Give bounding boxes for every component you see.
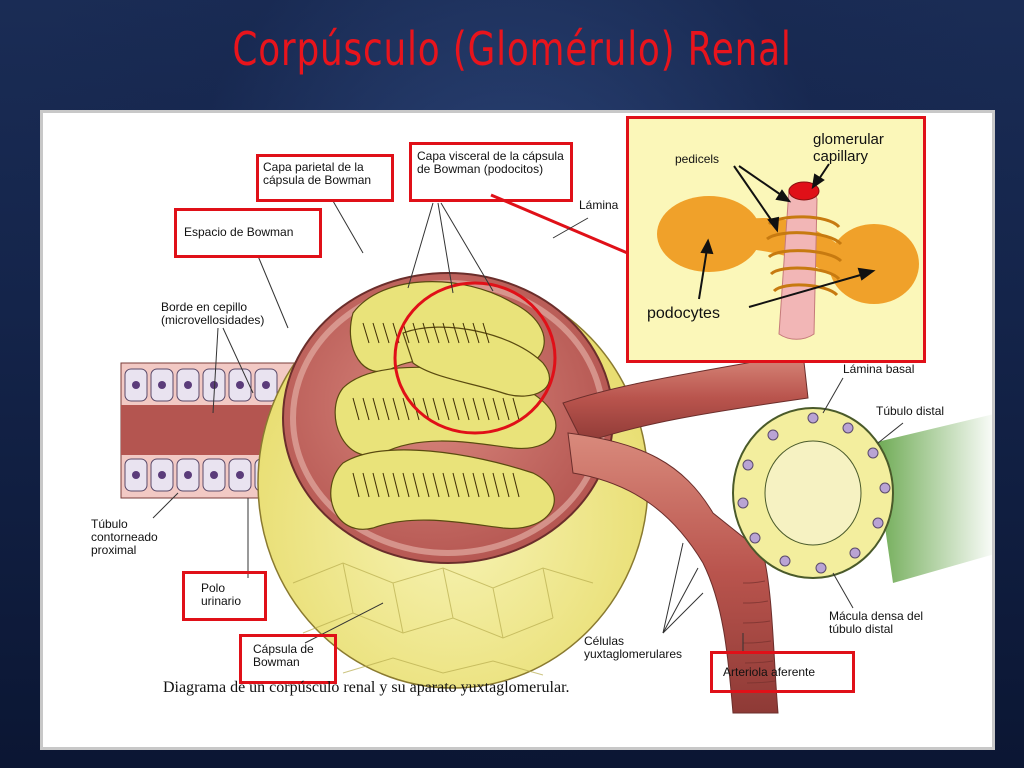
label-lamina: Lámina <box>579 198 619 212</box>
label-polo: Polo urinario <box>201 581 242 608</box>
figure-caption: Diagrama de un corpúsculo renal y su apa… <box>163 679 570 696</box>
label-capa-parietal: Capa parietal de la cápsula de Bowman <box>263 160 372 187</box>
label-borde: Borde en cepillo (microvellosidades) <box>161 300 265 327</box>
inset-label-podocytes: podocytes <box>647 305 720 322</box>
glomerulus <box>330 281 557 530</box>
inset-label-glomerular-capillary: glomerular capillary <box>813 131 884 165</box>
arterioles <box>562 352 809 714</box>
label-tubulo-prox: Túbulo contorneado proximal <box>91 517 158 557</box>
label-box-capsula <box>239 634 337 684</box>
label-box-capa-parietal <box>256 154 394 202</box>
distal-tubule <box>732 407 992 583</box>
highlight-arrow <box>490 193 652 265</box>
podocyte-illustration <box>657 163 919 340</box>
slide-title: Corpúsculo (Glomérulo) Renal <box>232 22 792 76</box>
label-espacio: Espacio de Bowman <box>184 225 294 239</box>
label-capa-visceral: Capa visceral de la cápsula de Bowman (p… <box>417 149 564 176</box>
label-box-capa-visceral <box>409 142 573 202</box>
label-box-polo <box>182 571 267 621</box>
inset-label-pedicels: pedicels <box>675 152 720 166</box>
renal-corpuscle-illustration <box>120 193 992 714</box>
diagram-figure: Capa parietal de la cápsula de Bowman Ca… <box>40 110 995 750</box>
label-tubulo-distal: Túbulo distal <box>876 404 945 418</box>
podocyte-inset: glomerular capillary pedicels podocytes <box>626 116 926 363</box>
label-capsula: Cápsula de Bowman <box>253 642 314 669</box>
label-celulas: Células yuxtaglomerulares <box>584 634 683 661</box>
highlight-circle <box>393 281 557 435</box>
label-arteriola: Arteriola aferente <box>723 665 816 679</box>
label-macula: Mácula densa del túbulo distal <box>829 609 924 636</box>
label-box-arteriola <box>710 651 855 693</box>
label-lamina-basal: Lámina basal <box>843 362 915 376</box>
label-box-espacio <box>174 208 322 258</box>
